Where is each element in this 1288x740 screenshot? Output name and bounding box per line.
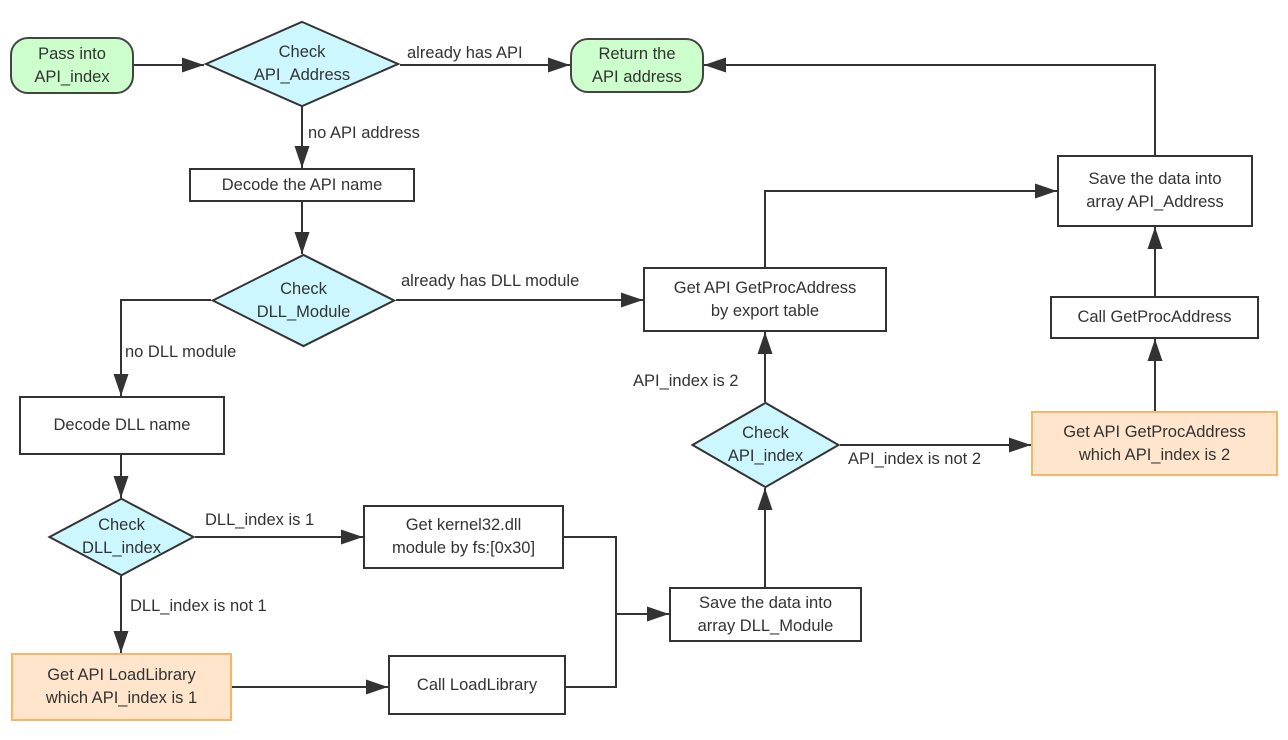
edge-check-api-address-to-decode-api-name-arrowhead [294, 146, 310, 168]
node-label: Pass into API_index [34, 44, 110, 86]
edge-label-dll-index-is-1: DLL_index is 1 [205, 511, 315, 529]
node-label: Get API GetProcAddress by export table [673, 278, 857, 320]
edge-check-dll-index-to-get-loadlibrary-arrowhead [113, 631, 129, 653]
node-label: Check DLL_index [82, 516, 161, 557]
edge-check-api-index-to-get-getprocaddress-export-arrowhead [757, 332, 773, 354]
edge-check-dll-module-to-decode-dll-name [120, 299, 211, 396]
node-label: Decode the API name [221, 175, 383, 194]
edge-merge-to-save-dll-module-arrowhead [647, 606, 669, 622]
node-label: Decode DLL name [53, 416, 191, 434]
node-label: Save the data into array API_Address [1086, 170, 1224, 211]
diamond-shape [691, 402, 840, 488]
edge-get-getprocaddress-export-to-save-api-address-arrowhead [1035, 183, 1057, 199]
edge-label-already-has-api: already has API [407, 44, 523, 62]
decision-check-api-index: Check API_index [691, 402, 840, 488]
edge-get-kernel32-to-merge [564, 536, 617, 614]
node-get-api-loadlibrary: Get API LoadLibrary which API_index is 1 [11, 653, 232, 721]
node-save-dll-module: Save the data into array DLL_Module [669, 587, 862, 642]
node-label: Get API LoadLibrary which API_index is 1 [45, 666, 198, 707]
node-label: Save the data into array DLL_Module [697, 593, 834, 635]
edge-check-dll-module-to-get-getprocaddress-export-arrowhead [621, 292, 643, 308]
edge-pass-to-check-api-address-arrowhead [182, 57, 204, 73]
edge-get-getprocaddress-export-to-save-api-address [764, 190, 1057, 267]
decision-check-dll-index: Check DLL_index [48, 498, 195, 576]
node-call-getprocaddress: Call GetProcAddress [1050, 296, 1259, 339]
node-save-api-address: Save the data into array API_Address [1057, 155, 1253, 227]
edge-save-api-address-to-return-arrowhead [704, 57, 726, 73]
node-get-getprocaddress-index-2: Get API GetProcAddress which API_index i… [1031, 411, 1278, 476]
node-label: Check API_index [727, 424, 804, 465]
edge-save-api-address-to-return [704, 64, 1156, 155]
edge-check-dll-index-to-get-kernel32-arrowhead [341, 529, 363, 545]
diamond-shape [48, 498, 195, 576]
edge-check-api-index-to-get-getprocaddress-index-2-arrowhead [1009, 437, 1031, 453]
edge-label-already-has-dll-module: already has DLL module [401, 272, 580, 290]
decision-check-dll-module: Check DLL_Module [211, 254, 396, 347]
edge-decode-api-name-to-check-dll-module-arrowhead [294, 232, 310, 254]
node-get-kernel32-module: Get kernel32.dll module by fs:[0x30] [363, 505, 564, 569]
node-get-getprocaddress-export-table: Get API GetProcAddress by export table [643, 267, 887, 332]
edge-decode-dll-name-to-check-dll-index-arrowhead [113, 476, 129, 498]
edge-label-api-index-is-not-2: API_index is not 2 [848, 450, 981, 468]
node-pass-into-api-index: Pass into API_index [10, 37, 134, 94]
node-call-loadlibrary: Call LoadLibrary [388, 655, 566, 715]
edge-call-getprocaddress-to-save-api-address-arrowhead [1147, 227, 1163, 249]
diamond-shape [211, 254, 396, 347]
diamond-shape [204, 21, 400, 107]
node-return-api-address: Return the API address [570, 38, 704, 93]
edge-label-no-api-address: no API address [308, 124, 420, 142]
edge-check-dll-module-to-decode-dll-name-arrowhead [113, 374, 129, 396]
edge-label-dll-index-is-not-1: DLL_index is not 1 [130, 597, 267, 615]
node-label: Check API_Address [253, 43, 351, 84]
edge-label-no-dll-module: no DLL module [125, 343, 237, 361]
decision-check-api-address: Check API_Address [204, 21, 400, 107]
node-label: Return the API address [592, 44, 682, 86]
node-label: Get API GetProcAddress which API_index i… [1063, 422, 1246, 464]
node-label: Check DLL_Module [256, 279, 351, 321]
edge-check-api-address-to-return-arrowhead [548, 57, 570, 73]
edge-call-loadlibrary-to-merge [566, 614, 617, 688]
node-label: Call GetProcAddress [1077, 308, 1232, 326]
node-decode-dll-name: Decode DLL name [19, 396, 225, 455]
node-label: Call LoadLibrary [416, 675, 538, 694]
node-decode-api-name: Decode the API name [189, 168, 415, 202]
edge-get-getprocaddress-index-2-to-call-getprocaddress-arrowhead [1147, 339, 1163, 361]
edge-label-api-index-is-2: API_index is 2 [633, 372, 739, 390]
edge-save-dll-module-to-check-api-index-arrowhead [757, 488, 773, 510]
edge-get-loadlibrary-to-call-loadlibrary-arrowhead [366, 679, 388, 695]
node-label: Get kernel32.dll module by fs:[0x30] [391, 516, 536, 557]
